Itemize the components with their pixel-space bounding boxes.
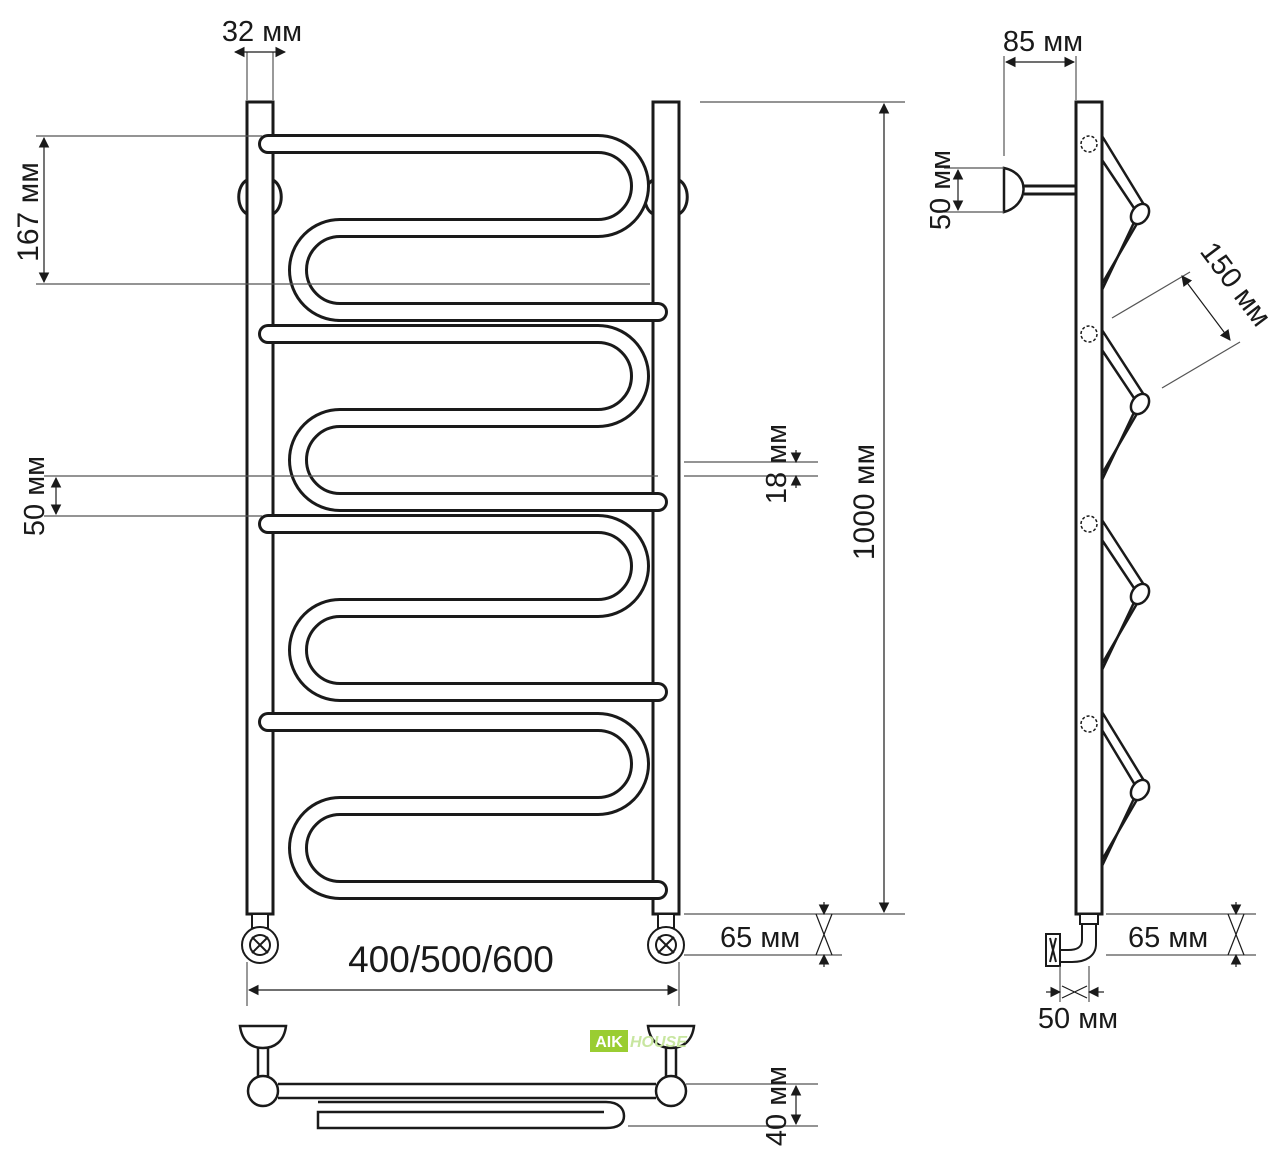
top-left-bracket [238, 1024, 288, 1050]
top-right-bracket [646, 1024, 696, 1050]
side-wall-bracket [1002, 166, 1025, 214]
label-total-height: 1000 мм [848, 444, 881, 560]
left-valve [241, 913, 279, 964]
serpentine-group-3 [258, 514, 668, 702]
label-bracket-height: 50 мм [925, 150, 957, 230]
label-rung-pitch: 167 мм [12, 162, 45, 262]
side-zigzag-3 [1100, 519, 1151, 671]
side-zigzag-2 [1100, 329, 1151, 481]
side-mount-points [1080, 135, 1098, 733]
watermark-suffix: HOUSE [630, 1034, 688, 1051]
front-view [237, 100, 689, 964]
label-rail-gap: 50 мм [19, 456, 51, 536]
top-serpentine [316, 1100, 626, 1130]
side-post [1074, 100, 1104, 916]
label-width-options: 400/500/600 [348, 939, 554, 980]
front-dimension-lines [36, 46, 905, 1006]
left-wall-mount [237, 178, 248, 216]
watermark-logo: AIK HOUSE [590, 1030, 688, 1052]
side-zigzag-4 [1100, 711, 1151, 867]
label-bottom-clearance-side: 65 мм [1128, 922, 1208, 954]
label-pipe-diameter: 32 мм [222, 16, 302, 48]
right-valve [647, 913, 685, 964]
label-zigzag-depth: 150 мм [1193, 236, 1276, 332]
label-top-view-depth: 40 мм [761, 1066, 793, 1146]
side-zigzag-1 [1100, 135, 1151, 291]
serpentine-group-1 [258, 134, 668, 322]
side-dimension-lines [944, 56, 1256, 1002]
label-bottom-clearance-front: 65 мм [720, 922, 800, 954]
top-left-post [246, 1074, 280, 1108]
top-right-post [654, 1074, 688, 1108]
watermark-brand: AIK [595, 1034, 623, 1051]
label-rung-diameter: 18 мм [761, 424, 793, 504]
label-inlet-offset: 50 мм [1038, 1003, 1118, 1035]
top-dimension-lines [628, 1083, 818, 1127]
left-post [245, 100, 275, 916]
side-view [1002, 100, 1151, 967]
top-view [238, 1024, 696, 1130]
label-wall-offset: 85 мм [1003, 26, 1083, 58]
serpentine-group-2 [258, 324, 668, 512]
dimension-labels: 32 мм 85 мм 167 мм 50 мм 50 мм 18 мм 100… [12, 16, 1276, 1146]
side-inlet-elbow [1045, 913, 1099, 967]
serpentine-group-4 [258, 712, 668, 900]
